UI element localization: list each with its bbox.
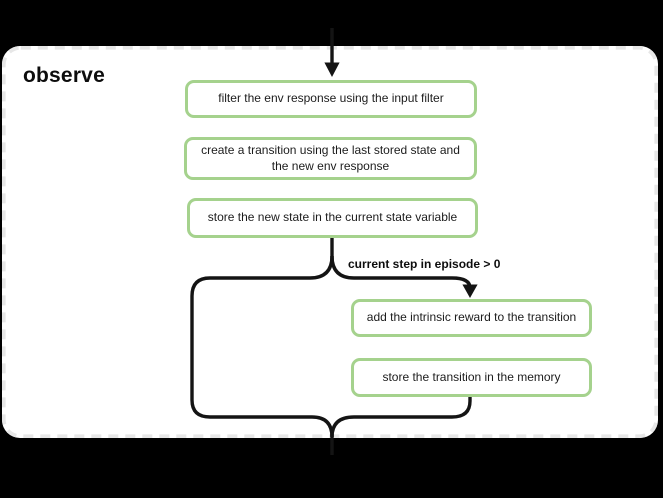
flow-node-label: store the transition in the memory <box>382 369 561 384</box>
flow-node-store-new-state: store the new state in the current state… <box>187 198 478 238</box>
flow-node-label: store the new state in the current state… <box>207 210 458 225</box>
flow-node-label: filter the env response using the input … <box>218 91 444 106</box>
condition-label: current step in episode > 0 <box>348 257 501 271</box>
flow-node-label: add the intrinsic reward to the transiti… <box>366 310 577 325</box>
flow-node-create-transition: create a transition using the last store… <box>184 137 477 180</box>
flow-node-add-intrinsic-reward: add the intrinsic reward to the transiti… <box>351 299 592 337</box>
panel-title: observe <box>23 64 105 87</box>
flow-node-label: create a transition using the last store… <box>201 142 460 173</box>
flow-node-store-transition-memory: store the transition in the memory <box>351 358 592 397</box>
flow-node-filter-env-response: filter the env response using the input … <box>185 80 477 118</box>
